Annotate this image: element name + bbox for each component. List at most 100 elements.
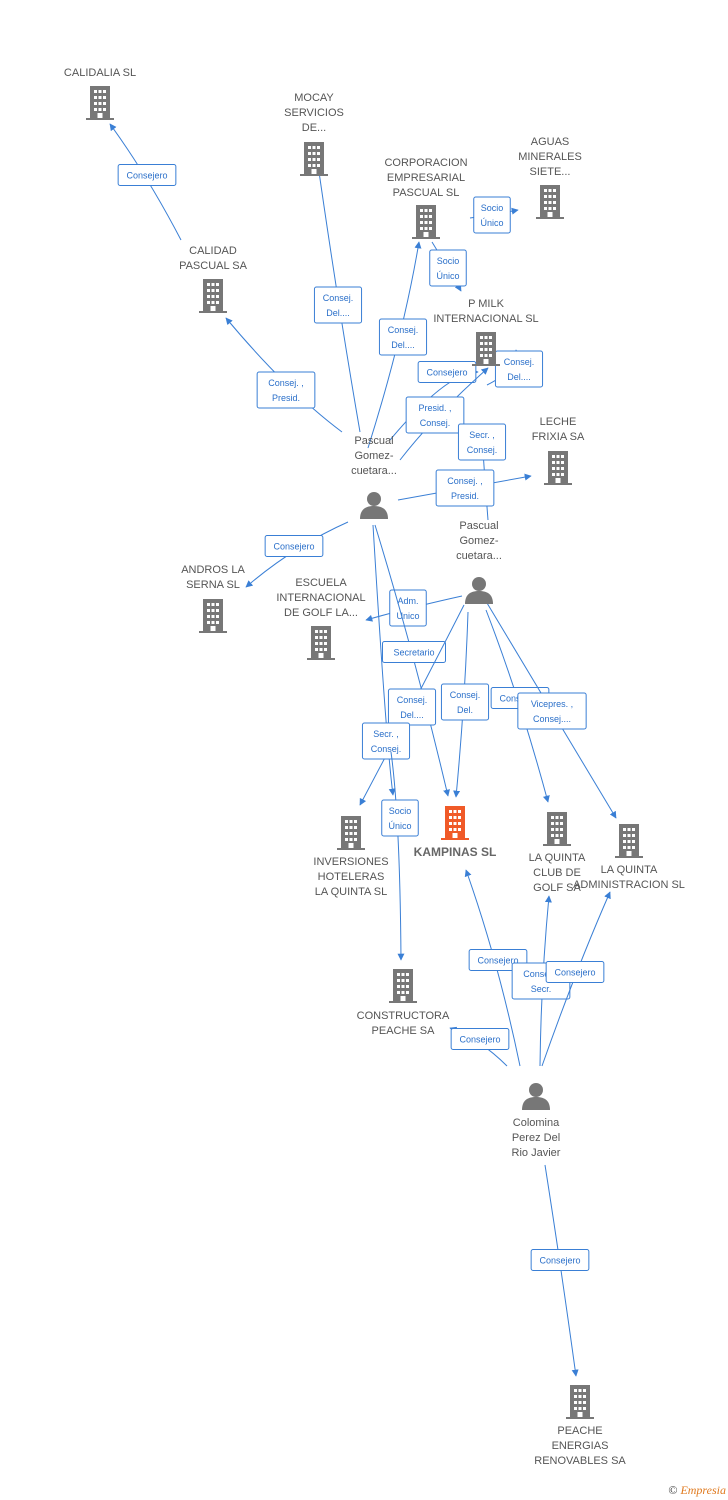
relation-label[interactable]: Presid. ,Consej. xyxy=(405,396,465,434)
relation-label-box xyxy=(517,692,587,730)
relation-edge: Consej.Del.... xyxy=(359,604,465,806)
relation-label[interactable]: Consej. ,Presid. xyxy=(256,371,316,409)
node-label: CLUB DE xyxy=(533,867,581,879)
node-label: MINERALES xyxy=(518,151,582,163)
relation-edge: Consejero xyxy=(541,891,611,1067)
relation-label[interactable]: Consejero xyxy=(450,1028,510,1050)
relation-label-text: Presid. xyxy=(272,393,300,403)
relation-label-text: Consej.... xyxy=(533,714,571,724)
relation-edge: Consejero xyxy=(530,1164,590,1377)
relation-label-text: Consej. xyxy=(388,325,419,335)
relation-edge: Consejero xyxy=(245,521,349,588)
relation-label-box xyxy=(264,535,324,557)
relation-label-text: Adm. xyxy=(397,596,418,606)
relation-edge: Consej. ,Presid. xyxy=(397,469,532,507)
node-label: cuetara... xyxy=(351,465,397,477)
relation-label-text: Del.... xyxy=(326,308,350,318)
relation-label[interactable]: Consej. Del.... xyxy=(378,318,428,356)
footer-brand: © Empresia xyxy=(668,1483,726,1498)
relation-label-box xyxy=(494,350,544,388)
building-icon xyxy=(86,86,114,120)
relation-label-text: Socio xyxy=(481,203,504,213)
building-icon xyxy=(472,332,500,366)
relation-label[interactable]: Adm.Unico xyxy=(389,589,427,627)
relation-label-text: Consej. xyxy=(504,357,535,367)
company-node[interactable]: CALIDALIA SL xyxy=(64,67,136,120)
relation-label[interactable]: Consejero xyxy=(264,535,324,557)
relation-label-text: Socio xyxy=(389,806,412,816)
building-icon xyxy=(536,185,564,219)
relation-label[interactable]: Secretario xyxy=(382,641,446,663)
relation-label-text: Único xyxy=(388,821,411,831)
relation-label-text: Único xyxy=(480,218,503,228)
edge-layer: ConsejeroConsej.Del....Consej.Del....Soc… xyxy=(109,123,617,1377)
relation-label[interactable]: Consej. Del.... xyxy=(494,350,544,388)
node-label: Colomina xyxy=(513,1117,560,1129)
node-label: MOCAY xyxy=(294,92,334,104)
relation-edge: Vicepres. ,Consej.... xyxy=(486,602,617,819)
relation-label[interactable]: Consejero xyxy=(417,361,477,383)
person-node[interactable]: PascualGomez-cuetara... xyxy=(351,435,397,519)
relation-label-text: Del.... xyxy=(507,372,531,382)
relation-label-text: Presid. xyxy=(451,491,479,501)
relation-label-text: Consej. xyxy=(420,418,451,428)
person-icon xyxy=(360,492,388,519)
node-label: ANDROS LA xyxy=(181,564,245,576)
company-node[interactable]: KAMPINAS SL xyxy=(414,806,497,859)
person-icon xyxy=(522,1083,550,1110)
node-label: CALIDAD xyxy=(189,245,237,257)
relation-label[interactable]: Secr. ,Consej. xyxy=(457,423,507,461)
relation-edge: Secr. ,Consej. xyxy=(457,423,507,521)
relation-label[interactable]: Consej.Del.... xyxy=(313,286,363,324)
node-label: FRIXIA SA xyxy=(532,431,585,443)
relation-label-text: Consej. xyxy=(371,744,402,754)
node-label: SERNA SL xyxy=(186,579,240,591)
company-node[interactable]: MOCAYSERVICIOSDE... xyxy=(284,92,344,176)
company-node[interactable]: ANDROS LA SERNA SL xyxy=(181,564,245,633)
relation-label[interactable]: Secr. ,Consej. xyxy=(361,722,411,760)
relation-label[interactable]: Consejero xyxy=(117,164,177,186)
node-label: KAMPINAS SL xyxy=(414,845,497,859)
person-node[interactable]: PascualGomez-cuetara... xyxy=(456,520,502,604)
relation-edge: Consejero xyxy=(109,123,182,241)
relation-label[interactable]: Vicepres. ,Consej.... xyxy=(517,692,587,730)
relation-label[interactable]: Consej.Del.... xyxy=(387,688,437,726)
node-label: LA QUINTA xyxy=(601,864,658,876)
node-label: DE GOLF LA... xyxy=(284,607,358,619)
relation-label-text: Del.... xyxy=(391,340,415,350)
company-node[interactable]: AGUASMINERALESSIETE... xyxy=(518,136,582,219)
relation-label[interactable]: Consej.Del. xyxy=(440,683,490,721)
relation-label-text: Consej. xyxy=(450,690,481,700)
node-label: CALIDALIA SL xyxy=(64,67,136,79)
relation-label-box xyxy=(389,589,427,627)
building-icon xyxy=(615,824,643,858)
relation-label[interactable]: Consejero xyxy=(545,961,605,983)
relation-label-box xyxy=(381,799,419,837)
relation-label-text: Secr. , xyxy=(469,430,495,440)
node-label: Pascual xyxy=(459,520,498,532)
node-label: PEACHE xyxy=(557,1425,602,1437)
relation-label-box xyxy=(387,688,437,726)
relation-label[interactable]: Consejero xyxy=(530,1249,590,1271)
relation-label[interactable]: Consej. ,Presid. xyxy=(435,469,495,507)
node-label: HOTELERAS xyxy=(318,871,385,883)
node-label: PEACHE SA xyxy=(372,1025,436,1037)
relation-label-box xyxy=(378,318,428,356)
